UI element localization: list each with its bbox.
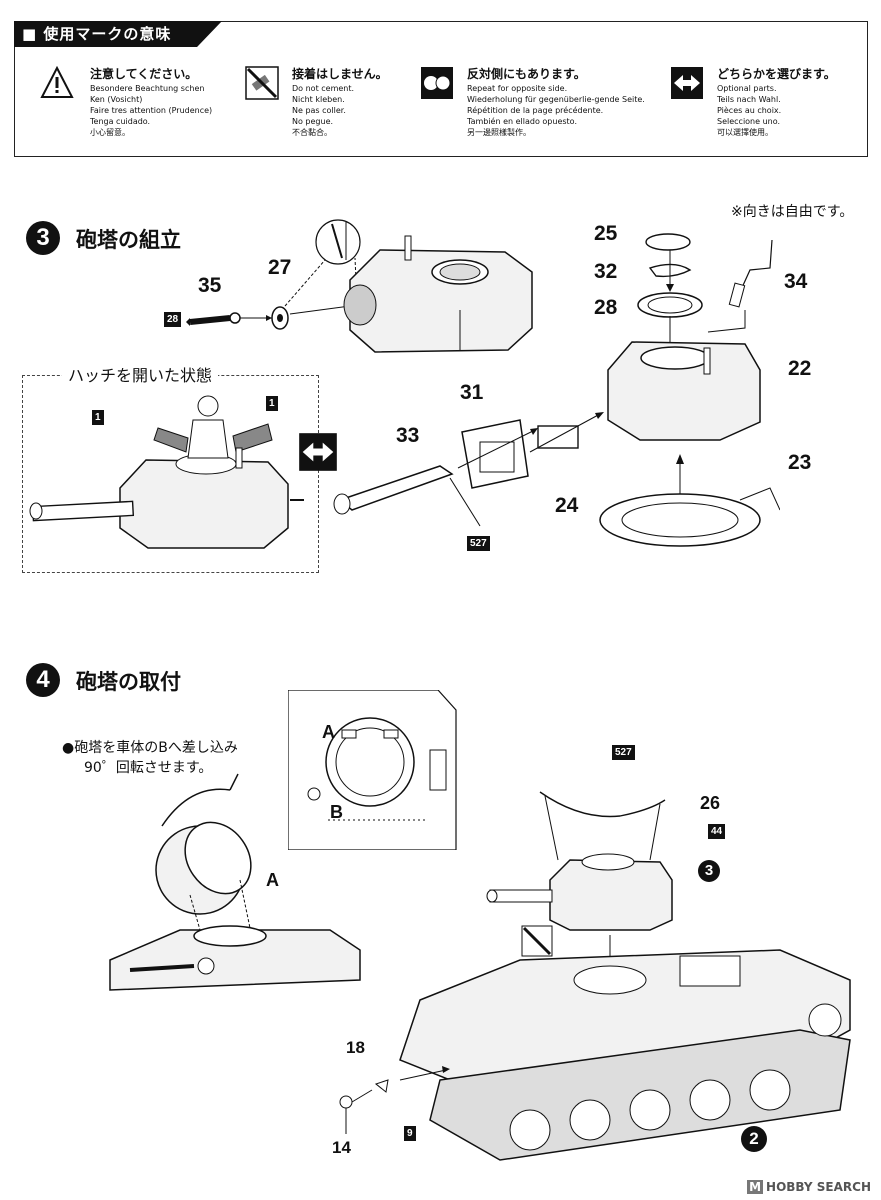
small-parts-diagram: [339, 1079, 389, 1134]
warning-icon: [40, 66, 74, 98]
step3-orientation-note: ※向きは自由です。: [731, 204, 854, 220]
gun-parts-diagram: [333, 412, 604, 527]
part-25-label: 25: [594, 222, 618, 245]
part-22-label: 22: [788, 357, 812, 380]
part-24-label: 24: [555, 494, 579, 517]
part-27-label: 27: [268, 256, 292, 279]
part-31-label: 31: [460, 381, 484, 404]
label-a-lower: A: [266, 870, 279, 890]
step4-part-527-tag: 527: [612, 745, 635, 760]
legend-title: ■ 使用マークの意味: [22, 25, 172, 43]
hatch-part-1-tag-left: 1: [92, 410, 104, 425]
part-44-tag: 44: [708, 824, 726, 839]
hatch-part-1-tag-right: 1: [266, 396, 278, 411]
choose-either-icon: [671, 67, 703, 99]
step4-instruction-line2: 90゜回転させます。: [84, 760, 213, 776]
legend-item-no-cement: 接着はしません。 Do not cement. Nicht kleben. Ne…: [292, 67, 388, 137]
watermark-logo-icon: M: [747, 1180, 764, 1194]
step4-title: 砲塔の取付: [76, 670, 181, 694]
step4-instruction-line1: ●砲塔を車体のBへ差し込み: [62, 740, 238, 756]
legend-title-bar: [14, 21, 222, 47]
step4-number: 4: [26, 663, 60, 697]
step3-number: 3: [26, 221, 60, 255]
part-28-label: 28: [594, 296, 618, 319]
hatch-open-turret-diagram: [29, 395, 304, 549]
tank-assembly-diagram: [399, 791, 851, 1161]
part-33-label: 33: [396, 424, 420, 447]
choose-either-icon: [299, 433, 337, 471]
step3-title: 砲塔の組立: [76, 228, 181, 252]
no-glue-icon: [245, 66, 279, 100]
part-527-tag: 527: [467, 536, 490, 551]
part-28-tag: 28: [164, 312, 182, 327]
label-a-upper: A: [322, 722, 335, 742]
turret-periscope-diagram: [186, 219, 533, 353]
part-34-label: 34: [784, 270, 808, 293]
part-32-label: 32: [594, 260, 618, 283]
part-23-label: 23: [788, 451, 812, 474]
legend-panel: [14, 21, 868, 157]
hatch-open-caption: ハッチを開いた状態: [62, 362, 219, 386]
step-2-ref-badge: 2: [741, 1126, 767, 1152]
step-3-ref-badge: 3: [698, 860, 720, 882]
legend-item-opposite-side: 反対側にもあります。 Repeat for opposite side. Wie…: [467, 67, 645, 137]
legend-item-caution: 注意してください。 Besondere Beachtung schen Ken …: [90, 67, 213, 137]
hull-top-detail-diagram: [288, 690, 457, 850]
label-b: B: [330, 802, 343, 822]
part-35-label: 35: [198, 274, 222, 297]
part-14-label: 14: [332, 1138, 351, 1157]
part-9-tag: 9: [404, 1126, 416, 1141]
legend-square-icon: ■: [22, 25, 44, 43]
part-18-label: 18: [346, 1038, 365, 1057]
part-26-label: 26: [700, 793, 721, 813]
turret-exploded-diagram: [599, 233, 780, 547]
legend-item-optional-parts: どちらかを選びます。 Optional parts. Teils nach Wa…: [717, 67, 836, 137]
turret-insertion-diagram: [109, 773, 361, 991]
opposite-side-icon: [421, 67, 453, 99]
